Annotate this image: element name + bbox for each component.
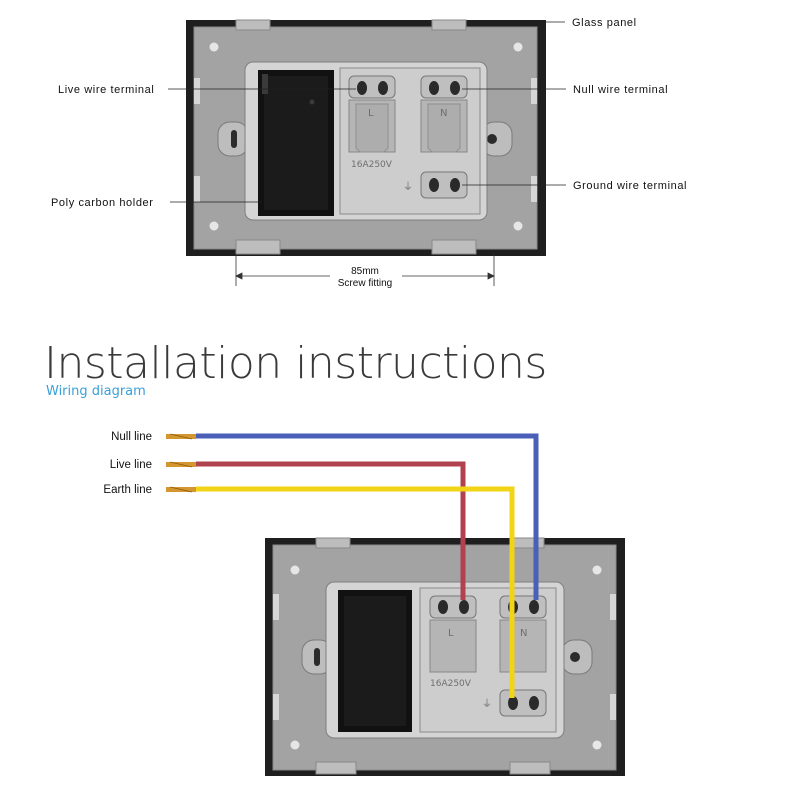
plate-notch <box>194 78 200 104</box>
wiring-diagram: L N 16A250V ⏚ Null line Live line Earth … <box>103 431 625 776</box>
diagram-mark-live: L <box>448 628 454 639</box>
plate-tab <box>235 19 271 31</box>
screw-slot-left <box>217 121 249 157</box>
socket-back-view: L N 16A250V ⏚ Glass panel Live wire term… <box>51 17 687 289</box>
callout-live-wire-terminal: Live wire terminal <box>58 84 154 96</box>
diagram-mark-neutral: N <box>520 628 527 639</box>
wire-null <box>196 433 539 600</box>
plate-notch <box>194 176 200 202</box>
callout-glass-panel: Glass panel <box>572 17 637 29</box>
live-wire-terminal-block <box>348 75 396 153</box>
wire-label-live: Live line <box>110 459 152 471</box>
page-title: Installation instructions <box>44 338 547 389</box>
diagram-screw-slot-right <box>561 639 593 675</box>
null-wire-terminal-block <box>420 75 468 153</box>
earth-symbol: ⏚ <box>403 181 413 193</box>
wire-live <box>196 461 466 600</box>
page-subtitle: Wiring diagram <box>46 384 146 399</box>
corner-hole <box>209 221 219 231</box>
dimension-caption: Screw fitting <box>338 278 392 289</box>
wire-label-null: Null line <box>111 431 152 443</box>
diagram-earth-symbol: ⏚ <box>482 698 492 710</box>
poly-carbon-holder <box>258 70 334 216</box>
wire-label-earth: Earth line <box>103 484 152 496</box>
wire-earth <box>196 486 515 698</box>
plate-tab <box>235 239 281 255</box>
corner-hole <box>513 221 523 231</box>
wire-tips <box>166 433 196 493</box>
screw-slot-right <box>481 121 513 157</box>
callout-ground-wire-terminal: Ground wire terminal <box>573 180 687 192</box>
corner-hole <box>209 42 219 52</box>
ground-wire-terminal-block <box>420 171 468 199</box>
diagram-ground-terminal <box>499 689 547 717</box>
callout-null-wire-terminal: Null wire terminal <box>573 84 668 96</box>
rating-mark: 16A250V <box>351 160 393 170</box>
callout-poly-carbon-holder: Poly carbon holder <box>51 197 154 209</box>
terminal-mark-live: L <box>368 108 374 119</box>
terminal-mark-neutral: N <box>440 108 447 119</box>
plate-tab <box>431 239 477 255</box>
diagram-rating-mark: 16A250V <box>430 679 472 689</box>
diagram-live-terminal <box>429 595 477 673</box>
plate-notch <box>531 78 537 104</box>
dimension-value: 85mm <box>351 266 379 277</box>
corner-hole <box>513 42 523 52</box>
plate-notch <box>531 176 537 202</box>
plate-tab <box>431 19 467 31</box>
